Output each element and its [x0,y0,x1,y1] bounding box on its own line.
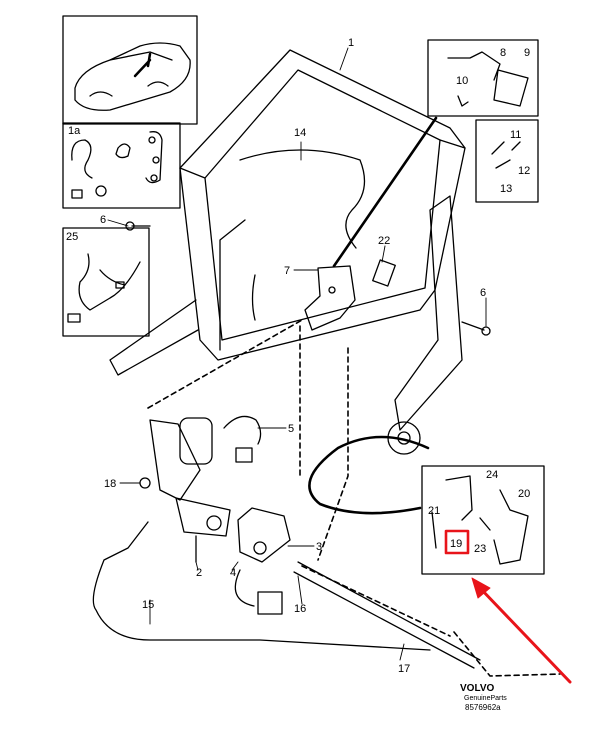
document-number: 8576962a [465,703,501,712]
callout-2: 2 [196,567,202,579]
red-pointer-arrow [471,577,572,684]
callout-4: 4 [230,567,236,579]
cable-15 [92,521,431,651]
highlight-box-part-19 [444,529,470,555]
bolt-6-right [461,321,491,336]
callout-14: 14 [294,127,306,139]
callout-17: 17 [398,663,410,675]
recliner-inset-19-24 [421,465,545,575]
seat-back-frame [109,49,466,455]
callout-1: 1 [348,37,354,49]
car-thumbnail-inset [62,15,198,125]
sensor-3 [234,507,291,615]
wiring-harness-inset-25 [62,227,150,337]
callout-5: 5 [288,423,294,435]
bracket-7 [304,265,356,331]
callout-7: 7 [284,265,290,277]
callout-25: 25 [66,231,78,243]
washer-18 [139,477,151,489]
bowden-cable-14 [239,149,366,321]
callout-1a: 1a [68,125,81,137]
callout-12: 12 [518,165,530,177]
callout-10: 10 [456,75,468,87]
callout-24: 24 [486,469,498,481]
latch-inset-8-9-10 [427,39,539,117]
motor-assembly-2 [149,417,231,563]
callout-22: 22 [378,235,390,247]
callout-23: 23 [474,543,486,555]
thick-cable-route [308,116,438,515]
callout-13: 13 [500,183,512,195]
springs-inset-11-12-13 [475,119,539,203]
callout-21: 21 [428,505,440,517]
drive-shaft-16-17 [293,561,481,669]
callout-9: 9 [524,47,530,59]
mounting-dashed-lines [147,319,561,677]
genuine-parts-text: GenuineParts [464,695,507,702]
callout-6-left: 6 [100,214,106,226]
callout-20: 20 [518,488,530,500]
callout-15: 15 [142,599,154,611]
callout-16: 16 [294,603,306,615]
callout-11: 11 [510,129,521,141]
callout-6-right: 6 [480,287,486,299]
pin-22 [372,259,396,287]
callout-3: 3 [316,541,322,553]
volvo-brand: VOLVO [460,683,494,694]
leader-lines [107,47,487,661]
callout-8: 8 [500,47,506,59]
screw-6-left [125,221,151,231]
hardware-inset-1a [62,122,181,209]
cable-5 [223,415,262,463]
callout-19: 19 [450,538,462,550]
callout-18: 18 [104,478,116,490]
